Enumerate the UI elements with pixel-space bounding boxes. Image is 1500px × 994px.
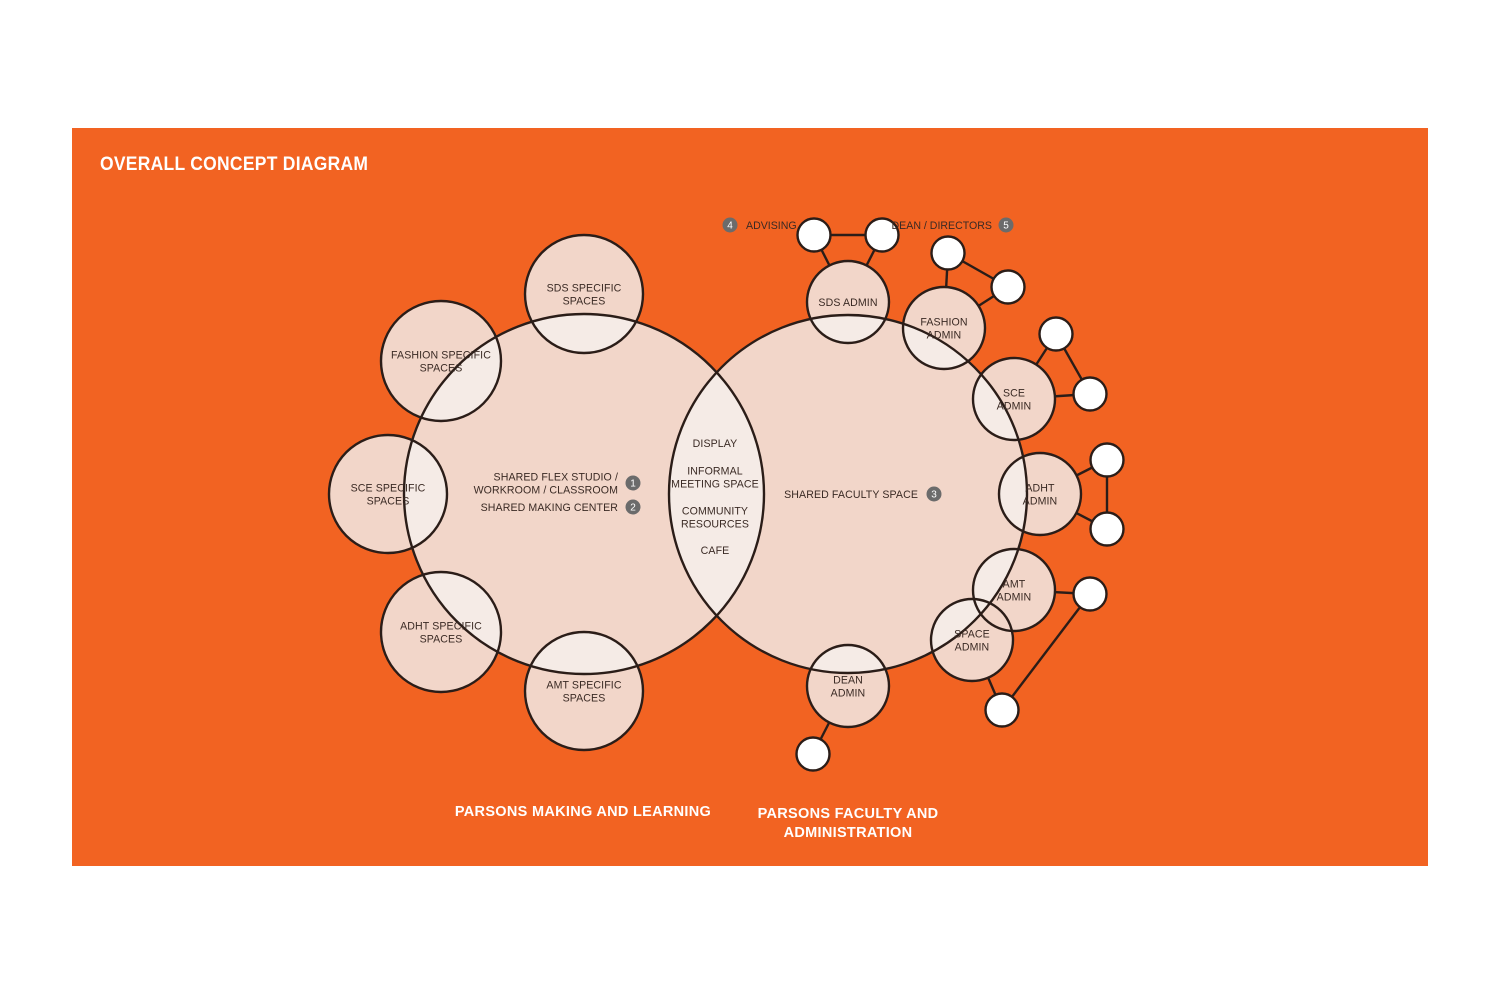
admin-node-outline-2 [901,285,987,371]
small-node-11 [795,736,831,772]
admin-node-overlap-fill-7 [807,645,889,673]
group-label-faculty: PARSONS FACULTY AND ADMINISTRATION [728,805,968,843]
left-main-item-2-line1: SHARED MAKING CENTER [481,502,619,514]
admin-node-label-1-line1: SDS ADMIN [818,297,877,309]
specific-space-circle-outline-3 [327,433,449,555]
left-main-circle-outline [402,312,766,676]
left-main-item-1-line2: WORKROOM / CLASSROOM [474,485,618,497]
admin-node-overlap-fill-1 [807,315,889,343]
group-label-making: PARSONS MAKING AND LEARNING [452,803,714,822]
callout-label-advising: ADVISING [746,220,797,232]
callout-badge-advising-number: 4 [727,221,733,232]
connector-line-14 [1001,593,1091,711]
specific-space-circle-outline-2 [379,299,503,423]
overlap-item-3-line2: RESOURCES [681,519,749,531]
specific-space-label-1-line1: SDS SPECIFIC [547,282,622,294]
admin-node-label-3-line1: SCE [1003,387,1025,399]
admin-node-overlap-4 [999,453,1027,535]
admin-node-outline-5 [971,547,1057,633]
callout-badge-dean-directors-number: 5 [1003,221,1009,232]
admin-node-label-7-line1: DEAN [833,674,863,686]
admin-node-overlap-7 [807,645,889,673]
admin-node-outline-6 [929,597,1015,683]
overlap-item-2-line2: MEETING SPACE [671,479,759,491]
specific-space-label-5-line2: SPACES [563,693,606,705]
specific-space-overlap-fill-1 [525,314,643,353]
left-main-badge-1 [625,475,641,491]
small-node-10 [984,692,1020,728]
group-label-faculty-line1: PARSONS FACULTY AND [757,806,939,822]
left-main-badge-1-number: 1 [630,479,636,490]
specific-space-overlap-3 [404,435,447,553]
callout-label-dean-directors: DEAN / DIRECTORS [892,220,992,232]
specific-space-circle-outline-1 [523,233,645,355]
specific-space-label-4-line2: SPACES [420,634,463,646]
specific-space-label-1-line2: SPACES [563,296,606,308]
admin-node-overlap-1 [807,315,889,343]
specific-space-overlap-fill-3 [404,435,447,553]
specific-space-overlap-5 [525,632,643,674]
small-node-6 [1072,376,1108,412]
specific-space-label-3-line2: SPACES [367,496,410,508]
admin-node-label-4-line2: ADMIN [1023,496,1058,508]
callout-badge-advising [722,217,738,233]
small-node-9 [1072,576,1108,612]
callout-badge-dean-directors [998,217,1014,233]
admin-node-label-5-line2: ADMIN [997,592,1032,604]
admin-node-outline-3 [971,356,1057,442]
group-label-faculty-line2: ADMINISTRATION [783,825,913,841]
overlap-item-4-line1: CAFE [701,545,730,557]
right-main-circle-fill [669,315,1027,673]
admin-node-label-6-line1: SPACE [954,628,990,640]
small-node-2 [864,217,900,253]
small-node-7 [1089,442,1125,478]
specific-space-overlap-1 [525,314,643,353]
left-main-badge-2 [625,499,641,515]
group-label-making-text: PARSONS MAKING AND LEARNING [454,804,712,820]
diagram-title: OVERALL CONCEPT DIAGRAM [100,154,369,175]
specific-space-label-4-line1: ADHT SPECIFIC [400,620,482,632]
right-main-badge-1 [926,486,942,502]
right-main-badge-1-number: 3 [931,490,937,501]
admin-node-label-4-line1: ADHT [1025,482,1055,494]
right-main-item-1-line1: SHARED FACULTY SPACE [784,489,918,501]
small-node-1 [796,217,832,253]
overlap-item-1-line1: DISPLAY [693,438,738,450]
admin-node-label-6-line2: ADMIN [955,642,990,654]
specific-space-label-2-line1: FASHION SPECIFIC [391,349,491,361]
specific-space-overlap-fill-5 [525,632,643,674]
left-main-badge-2-number: 2 [630,503,636,514]
small-node-8 [1089,511,1125,547]
specific-space-circle-outline-5 [523,630,645,752]
admin-node-label-2-line1: FASHION [920,316,967,328]
admin-node-label-7-line2: ADMIN [831,688,866,700]
admin-node-outline-7 [805,643,891,729]
left-main-circle-fill [404,314,764,674]
admin-node-label-5-line1: AMT [1003,578,1026,590]
small-node-5 [1038,316,1074,352]
admin-node-outline-4 [997,451,1083,537]
right-main-circle-outline [667,313,1029,675]
specific-space-circle-outline-4 [379,570,503,694]
specific-space-label-2-line2: SPACES [420,363,463,375]
admin-node-label-2-line2: ADMIN [927,330,962,342]
specific-space-label-3-line1: SCE SPECIFIC [351,482,426,494]
admin-node-overlap-fill-4 [999,453,1027,535]
left-main-item-1-line1: SHARED FLEX STUDIO / [494,471,618,483]
admin-node-label-3-line2: ADMIN [997,401,1032,413]
admin-node-outline-1 [805,259,891,345]
overlap-item-3-line1: COMMUNITY [682,505,748,517]
small-node-4 [990,269,1026,305]
overlap-item-2-line1: INFORMAL [687,465,743,477]
small-node-3 [930,235,966,271]
specific-space-label-5-line1: AMT SPECIFIC [546,679,621,691]
